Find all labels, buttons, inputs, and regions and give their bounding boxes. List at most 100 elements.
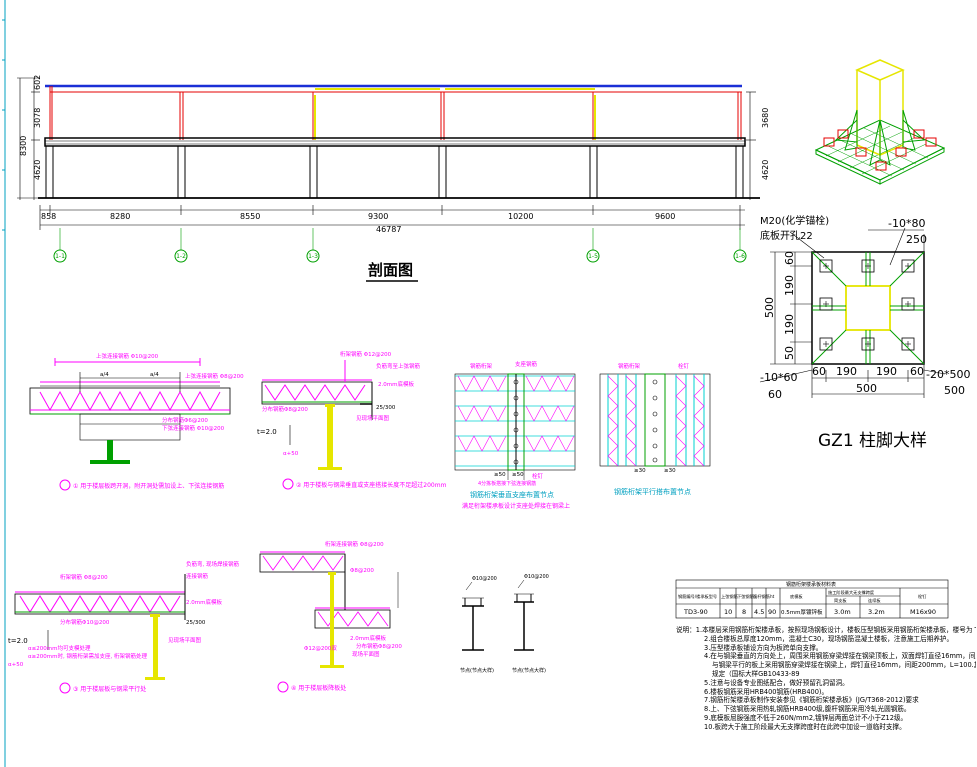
- table-cell-3: 4.5: [754, 608, 764, 616]
- d1-caption: ① 用于楼层板跨开洞，附开洞处需加设上、下弦连接钢筋: [73, 482, 224, 490]
- d1-label-right-2: 下弦连接钢筋 Φ10@200: [162, 424, 225, 432]
- table-cell-5: 0.5mm厚镀锌板: [781, 608, 823, 616]
- d2-side-label-1: 负筋弯至上弦钢筋: [376, 362, 421, 370]
- d1-label-right-1: 分布钢筋Φ6@200: [162, 416, 208, 424]
- axis-3: 1-3: [308, 253, 318, 260]
- span-total: 46787: [376, 225, 401, 234]
- d5-label-2: 分布钢筋Φ10@200: [60, 618, 110, 626]
- note-2: 2.组合楼板总厚度120mm，混凝土C30，现场钢筋混凝土楼板，注意施工后期养护…: [704, 634, 954, 643]
- d5-note-2: α≥200mm时, 钢筋桁架需加支座, 桁架钢筋处理: [28, 652, 147, 660]
- span-3: 9300: [368, 212, 388, 221]
- horiz-dim-2: 190: [836, 365, 857, 378]
- d2-side-label-2: 2.0mm底模板: [378, 380, 414, 388]
- d2-caption: ② 用于楼板与钢梁垂直或支座搭接长度不足超过200mm: [296, 481, 447, 489]
- d2-top-label: 桁架钢筋 Φ12@200: [340, 350, 392, 358]
- detail-1: [29, 358, 231, 491]
- note-6: 规定（国标大样GB10433-89: [712, 669, 800, 678]
- rib-top-dim: 250: [906, 233, 927, 246]
- span-5: 9600: [655, 212, 675, 221]
- table-header-6: 施工阶段最大无支撑跨度: [828, 589, 875, 596]
- table-header-0: 钢筋编号/楼承板型号: [678, 593, 717, 600]
- d5-note-1: α≤200mm均可支模处理: [28, 644, 91, 652]
- right-plate-label: -20*500: [926, 368, 970, 381]
- horiz-dim-1: 60: [812, 365, 826, 378]
- d4-title: 钢筋桁架平行搭布置节点: [614, 487, 691, 496]
- table-header-5: 底模板: [790, 593, 803, 600]
- left-plate-width: 60: [768, 388, 782, 401]
- d1-dim-1: a/4: [100, 372, 109, 378]
- note-3: 3.压型楼承板铺设方向为板跨单向支撑。: [704, 643, 823, 652]
- table-cell-0: TD3-90: [683, 608, 708, 616]
- table-subheader-1: 连续板: [868, 597, 881, 604]
- d2-a-label: α+50: [283, 451, 299, 457]
- span-4: 10200: [508, 212, 533, 221]
- base-plate-plan: [759, 227, 946, 398]
- horiz-dim-4: 60: [910, 365, 924, 378]
- height-dim-3: 4620: [33, 160, 42, 180]
- table-cell-1: 10: [724, 608, 732, 616]
- base-plate-title: GZ1 柱脚大样: [818, 431, 927, 451]
- note-10: 8.上、下弦钢筋采用热轧钢筋HRB400级,腹杆钢筋采用冷轧光圆钢筋。: [704, 705, 911, 714]
- d3-label-1: 钢筋桁架: [470, 362, 493, 370]
- d5-label-1: 2.0mm底模板: [186, 598, 222, 606]
- left-plate-label: -10*60: [760, 371, 797, 384]
- d5-side-label-1: 负筋弯, 现场焊接钢筋: [186, 560, 239, 568]
- plate-side-dim: 500: [763, 297, 776, 318]
- plate-width-dim: 500: [856, 382, 877, 395]
- detail-5: [14, 574, 186, 694]
- note-8: 6.楼板钢筋采用HRB400钢筋(HRB400)。: [704, 687, 829, 696]
- detail-4: [599, 373, 711, 467]
- d3-title: 钢筋桁架垂直支座布置节点: [470, 490, 554, 499]
- material-table: [675, 579, 949, 619]
- table-header-1: 上弦钢筋: [721, 593, 738, 600]
- axis-4: 1-5: [588, 253, 598, 260]
- table-title: 钢筋桁架楼承板材料表: [786, 581, 836, 588]
- d6-label-1: Φ8@200: [350, 568, 374, 574]
- table-cell-7: 3.2m: [868, 608, 885, 616]
- note-4: 4.在与钢梁垂直的方向处上，周围采用钢筋穿梁焊接在钢梁顶板上，双面焊钉直径16m…: [704, 652, 976, 661]
- d3-dim-2: ≥50: [512, 472, 524, 478]
- table-cell-2: 8: [742, 608, 746, 616]
- d6-label-3: 分布钢筋Φ8@200: [356, 642, 402, 650]
- vert-dim-3: 190: [783, 314, 796, 335]
- axis-5: 1-6: [735, 253, 745, 260]
- d3-label-2: 支座钢筋: [515, 360, 538, 368]
- column-base-3d: [814, 59, 946, 185]
- note-9: 7.钢筋桁架楼承板制作安装参见《钢筋桁架楼承板》(JG/T368-2012)要求: [704, 696, 919, 705]
- section-title: 剖面图: [368, 261, 413, 279]
- d7-label-2: Φ10@200: [524, 574, 549, 580]
- span-2: 8550: [240, 212, 260, 221]
- axis-2: 1-2: [176, 253, 186, 260]
- d5-top-label: 桁架钢筋 Φ8@200: [60, 573, 108, 581]
- note-11: 9.底模板屈服强度不低于260N/mm2,镀锌层两面总计不小于Z12级。: [704, 713, 908, 722]
- d3-subtitle: 满足桁架楼承板设计支座处焊接在钢梁上: [462, 502, 570, 510]
- d2-note: 见现场平面图: [356, 414, 390, 422]
- table-header-2: 下弦钢筋: [737, 593, 754, 600]
- d6-top-label: 桁架连接钢筋 Φ8@200: [325, 540, 384, 548]
- d2-slope: 25/300: [376, 405, 396, 411]
- d4-dim-1: ≥30: [634, 468, 646, 474]
- table-cell-4: 90: [768, 608, 776, 616]
- d6-label-2: 2.0mm底模板: [350, 634, 386, 642]
- d5-a-label: α+50: [8, 662, 24, 668]
- detail-2: [261, 360, 373, 490]
- d5-t-label: t=2.0: [8, 637, 28, 645]
- d5-side-label-2: 连接钢筋: [186, 572, 209, 580]
- section-drawing: [17, 77, 760, 263]
- note-7: 5.注意与设备专业图纸配合，做好预留孔洞留洞。: [704, 678, 849, 687]
- height-dim-2: 3078: [33, 108, 42, 128]
- detail-6: [259, 551, 399, 693]
- detail-3: [454, 373, 576, 480]
- d4-label-1: 钢筋桁架: [618, 362, 641, 370]
- d1-dim-2: a/4: [150, 372, 159, 378]
- hole-label: 底板开孔22: [760, 229, 813, 242]
- d7-caption-2: 节点(节点大样): [512, 667, 546, 674]
- table-header-3: 腹杆钢筋: [753, 593, 770, 600]
- height-dim-1: 602: [33, 75, 42, 90]
- d7-label-1: Φ10@200: [472, 576, 497, 582]
- table-cell-6: 3.0m: [834, 608, 851, 616]
- height-total: 8300: [19, 136, 28, 156]
- horiz-dim-3: 190: [876, 365, 897, 378]
- table-subheader-0: 简支板: [834, 597, 847, 604]
